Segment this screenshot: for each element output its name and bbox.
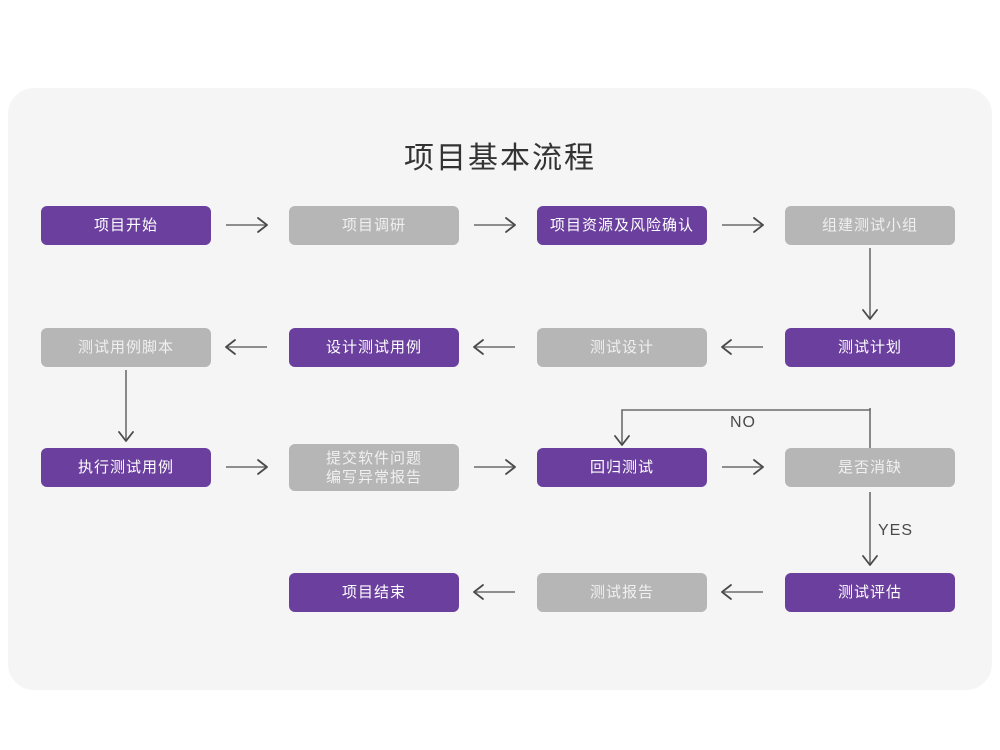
node-defect-cleared-decision[interactable]: 是否消缺 (785, 448, 955, 487)
node-label: 测试用例脚本 (77, 339, 174, 356)
node-label: 项目资源及风险确认 (549, 217, 694, 234)
node-label: 执行测试用例 (77, 459, 174, 476)
node-label-line1: 提交软件问题 (325, 449, 422, 467)
node-label: 回归测试 (589, 459, 654, 476)
arrow-left-r2-c4-c3 (721, 329, 770, 365)
loop-no-riser (860, 405, 884, 453)
arrow-right-r3-c2-c3 (474, 449, 522, 485)
page-title: 项目基本流程 (404, 142, 596, 175)
node-project-start[interactable]: 项目开始 (41, 206, 211, 245)
arrow-down-c1-r2-r3 (111, 370, 141, 448)
arrow-right-r3-c3-c4 (722, 449, 770, 485)
node-label-multiline: 提交软件问题 编写异常报告 (326, 449, 422, 487)
node-label-line2: 编写异常报告 (325, 468, 422, 486)
edge-label-yes: YES (878, 522, 914, 539)
node-execute-test-case[interactable]: 执行测试用例 (41, 448, 211, 487)
arrow-left-r2-c3-c2 (473, 329, 522, 365)
node-test-evaluation[interactable]: 测试评估 (785, 573, 955, 612)
node-resource-risk-confirm[interactable]: 项目资源及风险确认 (537, 206, 707, 245)
node-submit-issue-report[interactable]: 提交软件问题 编写异常报告 (289, 444, 459, 491)
node-label: 测试设计 (589, 339, 654, 356)
node-test-case-script[interactable]: 测试用例脚本 (41, 328, 211, 367)
node-build-test-team[interactable]: 组建测试小组 (785, 206, 955, 245)
node-test-plan[interactable]: 测试计划 (785, 328, 955, 367)
arrow-left-r4-c4-c3 (721, 574, 770, 610)
arrow-right-r1-c1-c2 (226, 207, 274, 243)
node-label: 测试计划 (837, 339, 902, 356)
arrow-left-r2-c2-c1 (225, 329, 274, 365)
node-project-end[interactable]: 项目结束 (289, 573, 459, 612)
node-label: 测试报告 (589, 584, 654, 601)
node-label: 项目结束 (341, 584, 406, 601)
node-design-test-case[interactable]: 设计测试用例 (289, 328, 459, 367)
arrow-right-r3-c1-c2 (226, 449, 274, 485)
node-label: 测试评估 (837, 584, 902, 601)
node-label: 项目调研 (341, 217, 406, 234)
node-label: 项目开始 (93, 217, 158, 234)
node-label: 是否消缺 (837, 459, 902, 476)
node-regression-test[interactable]: 回归测试 (537, 448, 707, 487)
arrow-down-c4-r1-r2 (855, 248, 885, 326)
arrow-down-yes-c4-r3-r4 (855, 492, 885, 576)
arrow-right-r1-c3-c4 (722, 207, 770, 243)
node-test-report[interactable]: 测试报告 (537, 573, 707, 612)
node-label: 组建测试小组 (821, 217, 918, 234)
node-test-design[interactable]: 测试设计 (537, 328, 707, 367)
edge-label-no: NO (730, 414, 756, 431)
node-label: 设计测试用例 (325, 339, 422, 356)
arrow-right-r1-c2-c3 (474, 207, 522, 243)
arrow-left-r4-c3-c2 (473, 574, 522, 610)
node-project-research[interactable]: 项目调研 (289, 206, 459, 245)
